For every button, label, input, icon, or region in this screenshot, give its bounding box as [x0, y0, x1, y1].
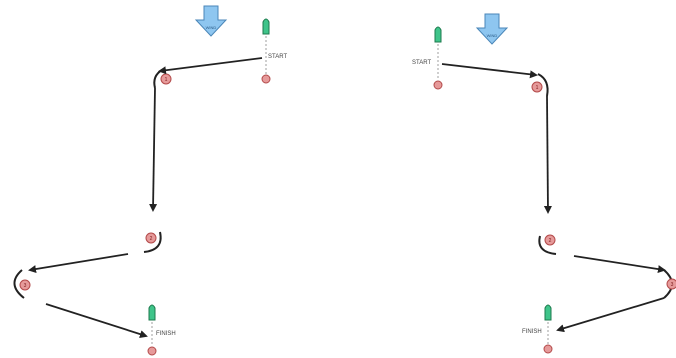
course-leg [543, 95, 552, 214]
wind-label: WIND [487, 33, 498, 38]
course-mark: 1 [160, 73, 172, 85]
course-mark: 2 [544, 234, 556, 246]
finish-label: FINISH [522, 329, 542, 335]
finish-pin-mark [543, 344, 553, 354]
finish-boat-icon [148, 304, 156, 321]
wind-arrow-icon: WIND [194, 5, 228, 37]
wind-label: WIND [206, 25, 217, 30]
course-mark: 3 [19, 279, 31, 291]
start-pin-mark [261, 74, 271, 84]
left-course: WIND START 1 2 3 FINISH [13, 5, 287, 356]
start-label: START [268, 54, 287, 60]
course-leg [441, 63, 538, 79]
start-label: START [412, 60, 431, 66]
rounding-arc [143, 231, 162, 253]
course-leg [28, 253, 129, 273]
svg-text:1: 1 [536, 85, 539, 91]
wind-arrow-icon: WIND [475, 13, 509, 45]
course-mark: 2 [145, 232, 157, 244]
svg-text:3: 3 [24, 283, 27, 289]
rounding-arc [538, 235, 557, 255]
svg-text:1: 1 [165, 77, 168, 83]
start-pin-mark [433, 80, 443, 90]
svg-text:2: 2 [549, 238, 552, 244]
rounding-arc [13, 269, 25, 299]
svg-text:2: 2 [150, 236, 153, 242]
start-boat-icon [262, 18, 270, 35]
rounding-arc [537, 73, 549, 97]
finish-boat-icon [544, 304, 552, 321]
finish-label: FINISH [156, 331, 176, 337]
course-leg [149, 87, 158, 212]
course-leg [45, 303, 148, 338]
start-boat-icon [434, 26, 442, 43]
right-course: START WIND 1 2 3 FINISH [412, 13, 676, 354]
course-leg [158, 57, 263, 75]
course-mark: 1 [531, 81, 543, 93]
course-mark: 3 [666, 278, 676, 290]
course-leg [573, 255, 666, 274]
svg-text:3: 3 [671, 282, 674, 288]
course-leg [556, 297, 665, 333]
finish-pin-mark [147, 346, 157, 356]
